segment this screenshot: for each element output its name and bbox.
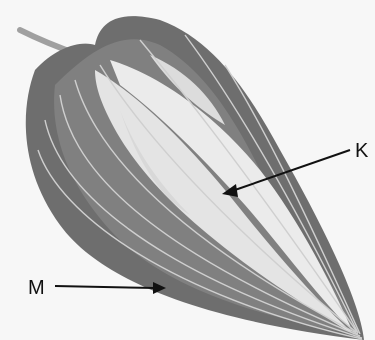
label-k: K — [355, 140, 369, 162]
label-m: M — [28, 277, 45, 299]
